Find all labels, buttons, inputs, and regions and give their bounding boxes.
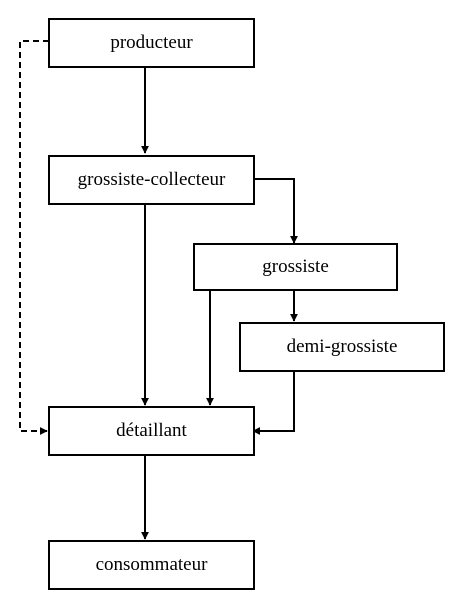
node-detaillant-label: détaillant [116, 420, 187, 441]
node-consommateur: consommateur [48, 540, 255, 590]
node-producteur: producteur [48, 18, 255, 68]
node-grossiste-collecteur-label: grossiste-collecteur [77, 169, 226, 190]
edge-grossiste-collecteur-to-grossiste [255, 178, 298, 244]
node-consommateur-label: consommateur [95, 554, 208, 575]
node-grossiste: grossiste [193, 243, 398, 291]
node-demi-grossiste: demi-grossiste [239, 322, 445, 372]
node-demi-grossiste-label: demi-grossiste [286, 336, 398, 357]
node-grossiste-collecteur: grossiste-collecteur [48, 155, 255, 205]
node-detaillant: détaillant [48, 406, 255, 456]
node-producteur-label: producteur [110, 32, 193, 53]
edge-producteur-to-detaillant-dashed [19, 40, 49, 435]
edge-demi-grossiste-to-detaillant [252, 371, 295, 435]
node-grossiste-label: grossiste [262, 256, 329, 277]
